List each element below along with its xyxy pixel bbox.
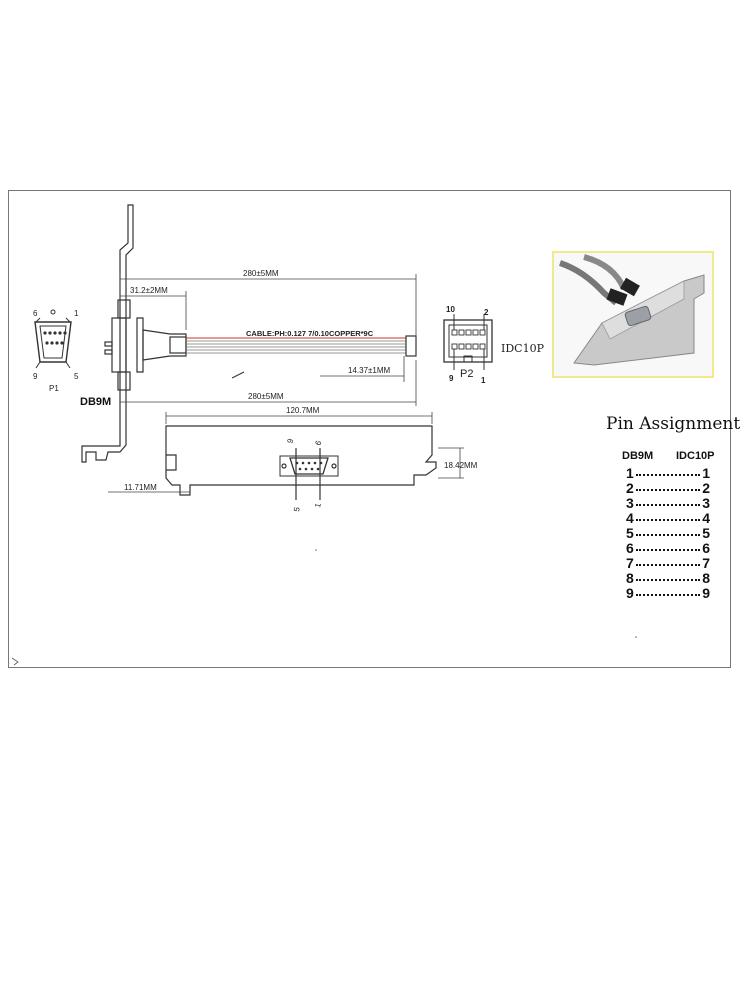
dim-120: 120.7MM	[286, 406, 320, 415]
ribbon-cable	[186, 335, 417, 379]
pin-col-idc10p: IDC10P	[676, 450, 715, 462]
pin-left: 6	[626, 540, 634, 556]
idc-pin-2-label: 2	[484, 308, 489, 317]
dim-11: 11.71MM	[124, 483, 157, 492]
product-photo	[552, 251, 714, 378]
pin-left: 2	[626, 480, 634, 496]
db9-pin-9-label: 9	[33, 372, 38, 381]
pin-col-db9m: DB9M	[622, 450, 654, 462]
db9m-side-label: DB9M	[80, 396, 111, 408]
pin-left: 4	[626, 510, 634, 526]
idc10p-side-label: IDC10P	[501, 342, 545, 355]
db9-face-view	[34, 309, 72, 369]
p2-label: P2	[460, 368, 473, 380]
dim-18: 18.42MM	[444, 461, 478, 470]
bracket-pin-5-label: 5	[292, 506, 302, 512]
pin-right: 6	[702, 540, 710, 556]
pin-left: 5	[626, 525, 634, 541]
db9-pin-1-label: 1	[74, 309, 79, 318]
front-dimensions	[108, 412, 464, 493]
product-photo-illustration	[558, 254, 705, 366]
pin-left: 9	[626, 585, 634, 601]
pin-right: 2	[702, 480, 710, 496]
side-bracket	[81, 204, 187, 463]
pin-left: 1	[626, 465, 634, 481]
dim-280-top: 280±5MM	[243, 269, 279, 278]
bracket-pin-9-label: 9	[285, 437, 295, 445]
idc10p-face-view	[443, 314, 493, 370]
pin-right: 5	[702, 525, 710, 541]
bracket-pin-1-label: 1	[313, 502, 323, 508]
pin-assignment-title: Pin Assignment	[606, 414, 741, 434]
front-bracket	[165, 425, 437, 500]
drawing-frame	[8, 190, 731, 668]
p1-label: P1	[49, 384, 59, 393]
dimension-lines	[119, 274, 417, 406]
dim-280-bottom: 280±5MM	[248, 392, 284, 401]
dim-14: 14.37±1MM	[348, 366, 391, 375]
idc-pin-9-label: 9	[449, 374, 454, 383]
pin-right: 8	[702, 570, 710, 586]
db9-pin-5-label: 5	[74, 372, 79, 381]
pin-right: 3	[702, 495, 710, 511]
pin-left: 7	[626, 555, 634, 571]
pin-right: 9	[702, 585, 710, 601]
pin-right: 7	[702, 555, 710, 571]
idc-pin-1-label: 1	[481, 376, 486, 385]
dim-31: 31.2±2MM	[130, 286, 168, 295]
pin-right: 4	[702, 510, 710, 526]
pin-left: 3	[626, 495, 634, 511]
db9-pin-6-label: 6	[33, 309, 38, 318]
bracket-pin-6-label: 6	[313, 439, 323, 447]
idc-pin-10-label: 10	[446, 305, 455, 314]
cable-spec-label: CABLE:PH:0.127 7/0.10COPPER*9C	[246, 329, 374, 338]
pin-right: 1	[702, 465, 710, 481]
pin-left: 8	[626, 570, 634, 586]
